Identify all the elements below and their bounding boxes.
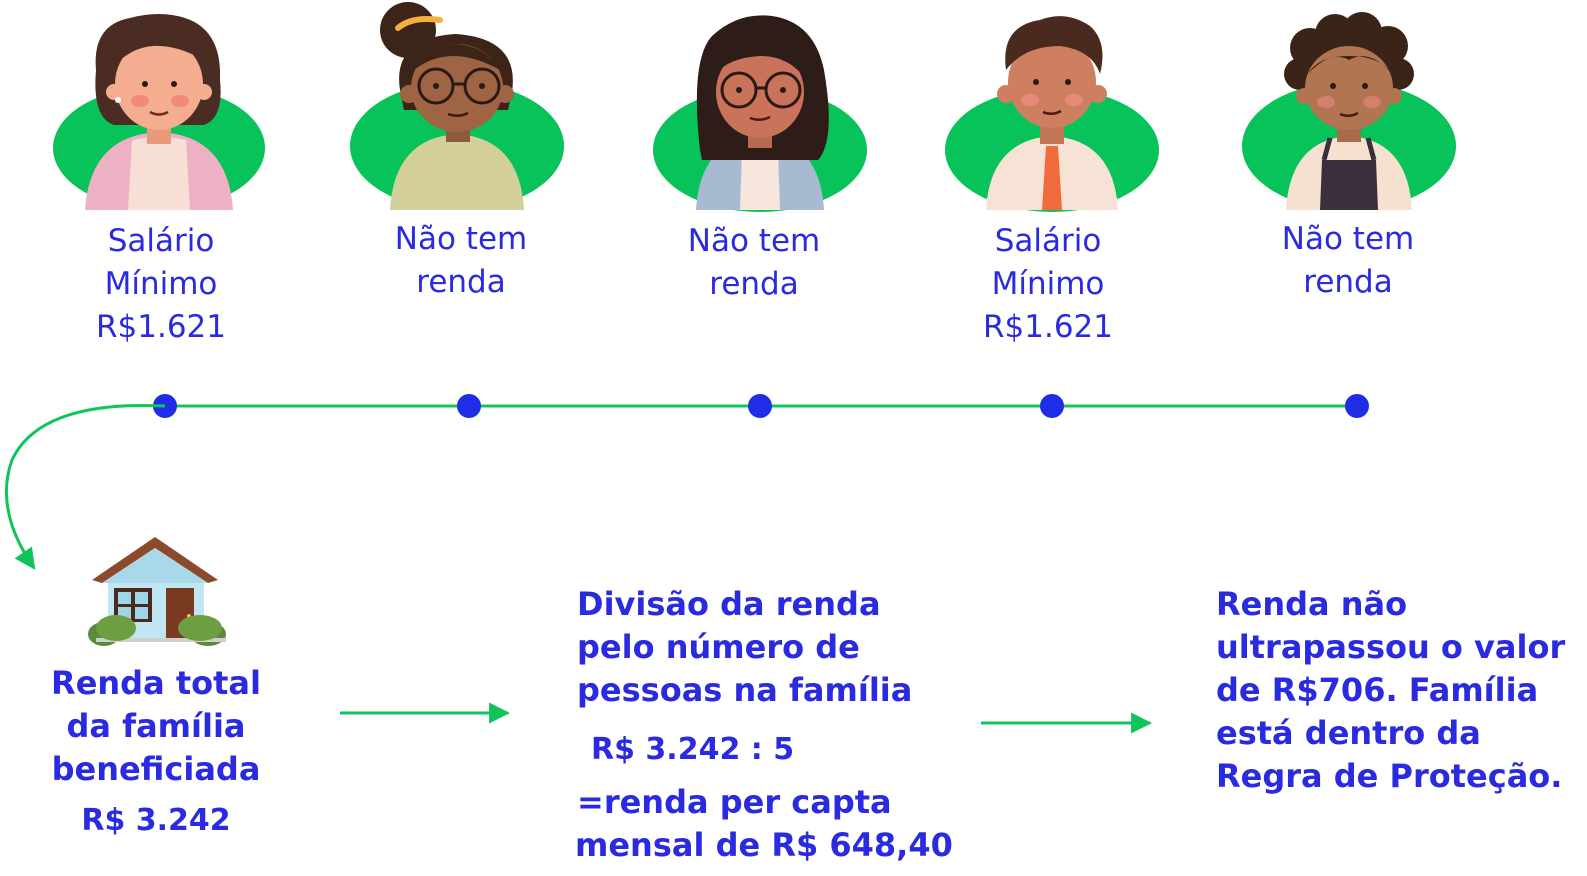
house-icon <box>88 537 226 646</box>
timeline-dot-2 <box>457 394 481 418</box>
member-2-income-label: Não tem renda <box>341 218 581 304</box>
conclusion-block: Renda não ultrapassou o valor de R$706. … <box>1216 583 1587 798</box>
member-4-line-2: Mínimo <box>991 266 1105 302</box>
conclusion-line-5: Regra de Proteção. <box>1216 757 1563 795</box>
person-5-avatar-icon <box>1242 12 1456 210</box>
division-line-2: pelo número de <box>577 628 860 666</box>
conclusion-line-3: de R$706. Família <box>1216 669 1587 712</box>
total-value: R$ 3.242 <box>81 803 231 838</box>
member-3-income-label: Não tem renda <box>634 220 874 306</box>
total-line-3: beneficiada <box>51 750 261 788</box>
curved-arrow <box>4 403 166 570</box>
timeline-dot-3 <box>748 394 772 418</box>
member-1-line-3: R$1.621 <box>95 309 226 345</box>
member-5-income-label: Não tem renda <box>1228 218 1468 304</box>
member-1-line-1: Salário <box>107 223 215 259</box>
division-line-3: pessoas na família <box>577 671 913 709</box>
division-result-line-1: =renda per capta <box>577 783 892 821</box>
member-1-line-2: Mínimo <box>104 266 218 302</box>
member-4-line-1: Salário <box>994 223 1102 259</box>
member-3-line-1: Não tem <box>687 223 821 259</box>
person-2-avatar-icon <box>350 2 564 210</box>
division-result-prefix: mensal de <box>575 826 772 864</box>
member-3-line-2: renda <box>709 266 799 302</box>
conclusion-line-1: Renda não <box>1216 585 1408 623</box>
member-1-income-label: Salário Mínimo R$1.621 <box>41 220 281 349</box>
conclusion-line-3-suffix: . Família <box>1385 671 1539 709</box>
member-2-line-2: renda <box>416 264 506 300</box>
division-result-value: R$ 648,40 <box>771 826 953 864</box>
total-line-1: Renda total <box>51 664 261 702</box>
conclusion-line-4: está dentro da <box>1216 714 1481 752</box>
division-formula: R$ 3.242 : 5 <box>591 732 795 767</box>
conclusion-line-2: ultrapassou o valor <box>1216 628 1566 666</box>
member-4-income-label: Salário Mínimo R$1.621 <box>928 220 1168 349</box>
division-line-1: Divisão da renda <box>577 585 881 623</box>
conclusion-line-3-prefix: de <box>1216 671 1272 709</box>
timeline-dot-5 <box>1345 394 1369 418</box>
member-5-line-1: Não tem <box>1281 221 1415 257</box>
person-1-avatar-icon <box>53 14 265 210</box>
person-3-avatar-icon <box>653 15 867 212</box>
total-line-2: da família <box>66 707 246 745</box>
conclusion-threshold-value: R$706 <box>1271 671 1386 709</box>
timeline-dot-4 <box>1040 394 1064 418</box>
member-2-line-1: Não tem <box>394 221 528 257</box>
division-result-line-2: mensal de R$ 648,40 <box>575 824 977 867</box>
person-4-avatar-icon <box>945 16 1159 212</box>
division-block: Divisão da renda pelo número de pessoas … <box>575 583 977 867</box>
member-4-line-3: R$1.621 <box>982 309 1113 345</box>
total-income-block: Renda total da família beneficiada R$ 3.… <box>34 662 278 842</box>
member-5-line-2: renda <box>1303 264 1393 300</box>
